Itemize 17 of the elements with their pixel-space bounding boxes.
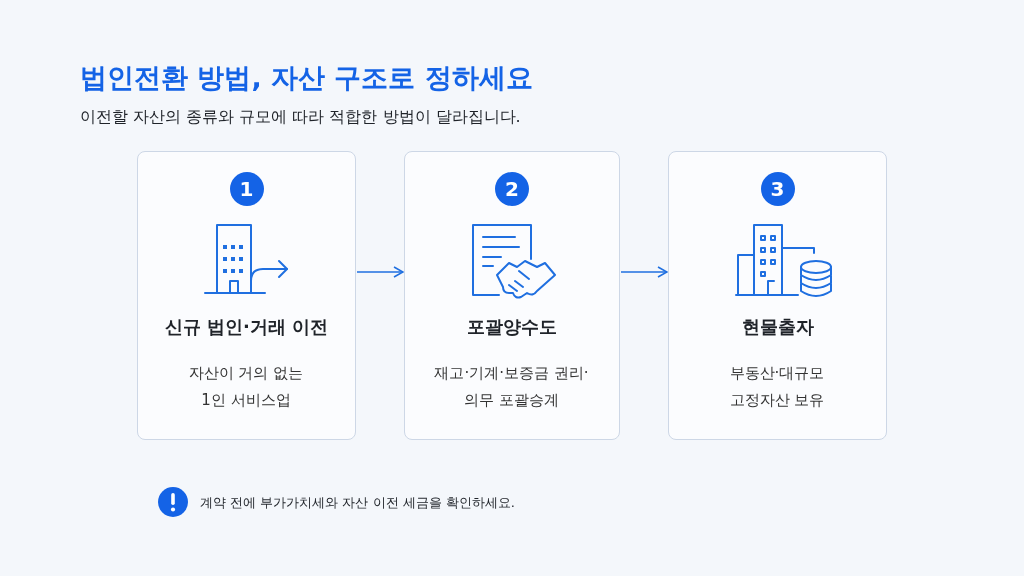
title: 법인전환 방법, 자산 구조로 정하세요 xyxy=(80,61,533,95)
step-card xyxy=(404,151,620,440)
step-heading: 신규 법인·거래 이전 xyxy=(163,315,330,339)
step-number: 3 xyxy=(760,172,795,206)
step-card xyxy=(668,151,887,440)
step-number: 2 xyxy=(495,172,529,206)
step-heading: 포괄양수도 xyxy=(466,315,558,339)
note-text: 계약 전에 부가가치세와 자산 이전 세금을 확인하세요. xyxy=(200,494,515,512)
subtitle: 이전할 자산의 종류와 규모에 따라 적합한 방법이 달라집니다. xyxy=(80,107,521,128)
arrow xyxy=(620,266,668,278)
arrow xyxy=(356,266,404,278)
step-number: 1 xyxy=(229,172,264,206)
step-description: 부동산·대규모 고정자산 보유 xyxy=(728,363,826,411)
step-heading: 현물출자 xyxy=(740,315,815,339)
step-description: 자산이 거의 없는 1인 서비스업 xyxy=(187,363,305,411)
step-description: 재고·기계·보증금 권리·의무 포괄승계 xyxy=(433,363,590,411)
step-card xyxy=(137,151,356,440)
